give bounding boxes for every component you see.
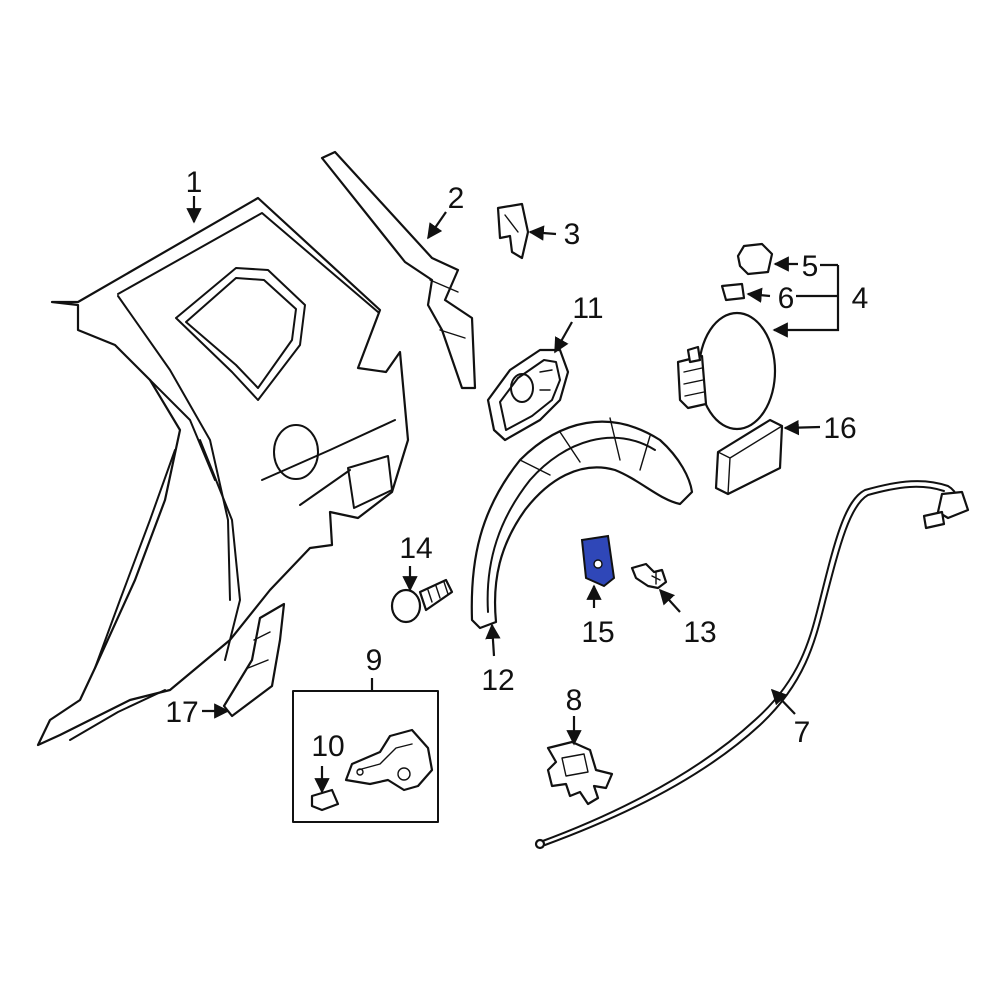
pad-part-16[interactable] [714,418,784,496]
leader-lines [186,196,840,794]
filler-housing[interactable] [486,348,570,442]
callout-1: 1 [186,166,203,199]
fuel-door[interactable] [676,311,777,431]
callout-11: 11 [572,292,603,325]
callout-2: 2 [448,182,465,215]
clip-part-14[interactable] [390,578,454,624]
callout-14: 14 [399,532,432,565]
stopper-part-10[interactable] [310,788,340,812]
callout-6: 6 [778,282,795,315]
lock-actuator[interactable] [546,740,614,806]
release-cable[interactable] [534,480,970,850]
callout-labels: 1 2 3 4 5 6 7 8 9 10 11 12 13 14 15 16 1… [165,166,868,763]
fender-liner[interactable] [470,417,694,630]
callout-16: 16 [823,412,856,445]
callout-15: 15 [581,616,614,649]
lower-bracket-part-17[interactable] [222,602,286,718]
callout-9: 9 [366,644,383,677]
callout-12: 12 [481,664,514,697]
callout-10: 10 [311,730,344,763]
pillar-reinforcement[interactable] [320,150,477,390]
callout-8: 8 [566,684,583,717]
callout-17: 17 [165,696,198,729]
fuel-door-insert-part-6[interactable] [720,282,746,302]
callout-3: 3 [564,218,581,251]
callout-4: 4 [852,282,869,315]
bracket-part-15[interactable] [580,534,616,588]
bracket-part-3[interactable] [496,202,530,260]
callout-7: 7 [794,716,811,749]
callout-13: 13 [683,616,716,649]
quarter-panel[interactable] [36,196,410,747]
hinge-kit-box [292,690,439,823]
fuel-door-hinge[interactable] [344,728,434,792]
bolt-part-13[interactable] [630,562,668,590]
fuel-door-cap-part-5[interactable] [736,242,774,276]
callout-5: 5 [802,250,819,283]
